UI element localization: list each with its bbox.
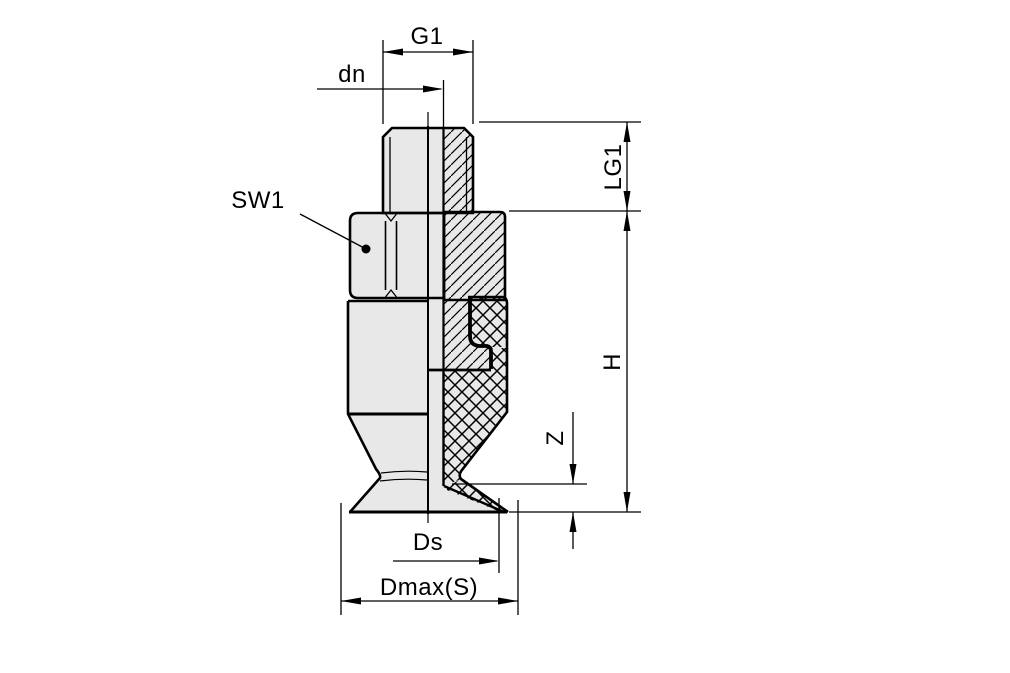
lip-inner-edge [443,484,505,514]
dn-arrow [423,85,443,93]
fold-lines [379,470,428,482]
sw1-leader-line [299,213,367,250]
dim-label-sw1: SW1 [231,187,285,214]
thread-lines [389,137,468,212]
cup-front-view [348,301,428,512]
dmax-arrow-left [341,597,361,605]
dim-label-ds: Ds [413,529,443,556]
dim-label-z: Z [542,430,569,445]
g1-arrow-right [453,48,473,56]
z-arrow-up [569,512,577,532]
arrowheads [341,48,631,605]
dim-label-dmax: Dmax(S) [380,574,478,601]
h-arrow-top [623,211,631,231]
cup-section-outline [458,295,509,514]
stud-hatch [443,128,473,213]
dmax-dimension-lines [340,500,519,615]
dim-label-dn: dn [338,61,366,88]
lg1-arrow-top [623,122,631,142]
dim-label-lg1: LG1 [600,144,627,191]
interlock-boundary [468,298,493,369]
dim-label-g1: G1 [410,23,443,50]
nut-chamfer-lines [384,213,398,298]
g1-arrow-left [383,48,403,56]
flange-hatch [443,212,505,300]
right-extension-lines [479,121,641,513]
dimensions [299,40,641,615]
nut-facet-lines [384,221,398,290]
sw1-leader-dot [361,244,371,254]
insert-hatch [443,299,491,370]
lg1-arrow-bottom [623,191,631,211]
dim-label-h: H [599,353,626,371]
part-outlines [346,80,509,523]
dmax-arrow-right [498,597,518,605]
cup-front-outline [346,299,428,513]
lip-hatch [447,479,507,513]
dimension-labels: G1 dn SW1 LG1 H Z Ds Dmax(S) [231,23,627,601]
z-arrow-down [569,464,577,484]
ds-arrow [479,557,499,565]
flange-outline [442,210,507,302]
section-hatching [443,128,507,513]
rubber-body-hatch [444,348,507,486]
h-arrow-bottom [623,492,631,512]
rubber-tab-hatch [471,298,507,347]
